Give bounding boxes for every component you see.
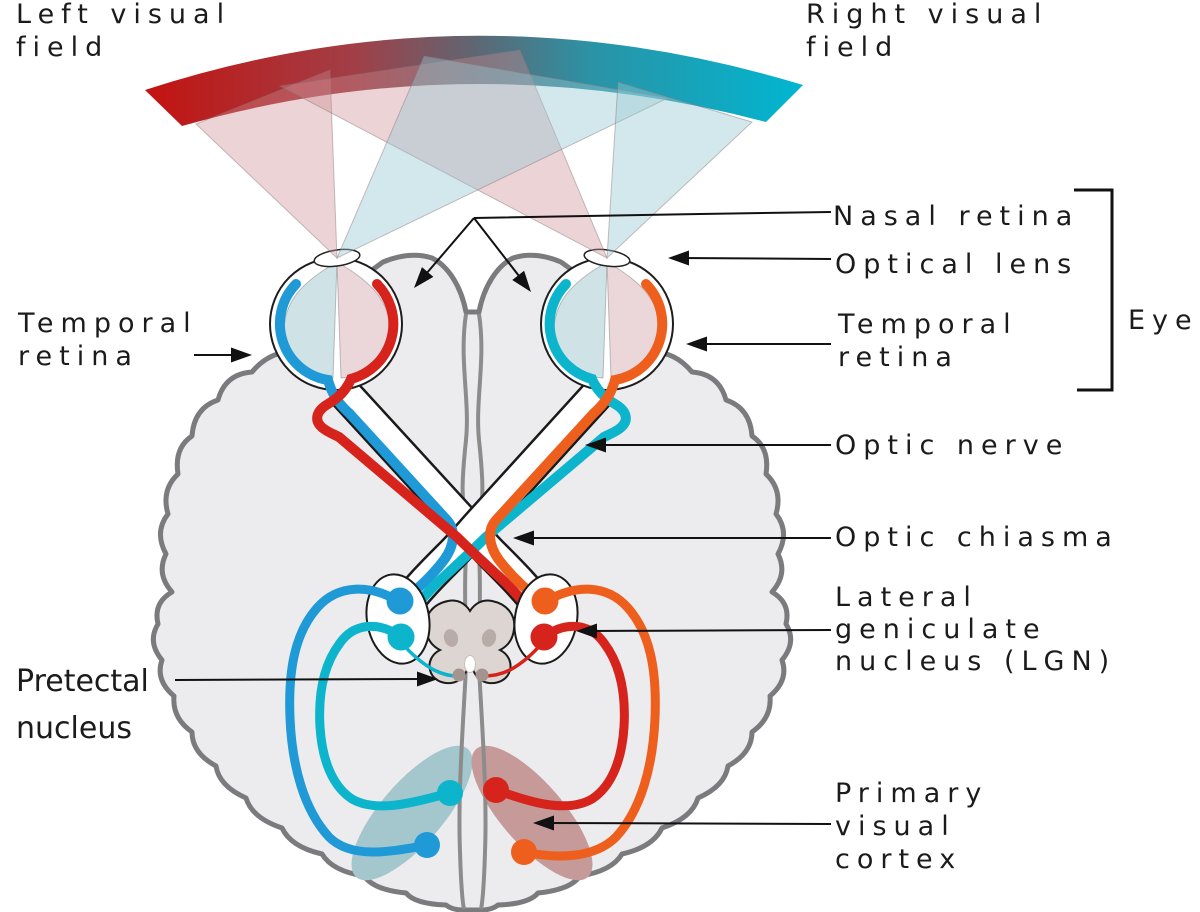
arrowhead-icon: [414, 267, 434, 288]
arrowhead-icons: [231, 250, 707, 831]
nasal-retina-pointer-line: [473, 211, 832, 219]
nasal-retina-pointer-left-arm: [419, 217, 475, 282]
right-lgn-red-dot: [530, 623, 558, 651]
right-nasal-retina-path: [394, 279, 631, 641]
left-lgn-blue-dot: [386, 587, 414, 615]
arrowhead-icon: [533, 815, 554, 831]
cortex-orange-dot: [511, 839, 537, 865]
right-lgn-orange-dot: [531, 587, 559, 615]
lgn-pointer-line: [589, 629, 832, 632]
left-field-cone-to-right-eye: [278, 49, 608, 260]
pretectal-right-terminal-dot: [475, 668, 489, 682]
visual-field-light-cones: [195, 49, 753, 260]
temporal-retina-right-label: Temporal retina: [838, 309, 1018, 373]
left-cyan-radiation: [315, 621, 451, 811]
pretectal-left-terminal-dot: [452, 668, 466, 682]
annotation-arrows: [174, 188, 1114, 825]
right-field-cone-to-right-eye: [606, 81, 753, 260]
left-lgn-cyan-dot: [387, 623, 415, 651]
cyan-pretectal-branch: [399, 640, 459, 678]
primary-visual-cortex-label: Primary visual cortex: [835, 778, 989, 875]
eye-label: Eye: [1128, 305, 1199, 336]
optic-nerve-label: Optic nerve: [835, 430, 1070, 461]
arrowhead-icon: [231, 347, 252, 363]
arrowhead-icon: [417, 671, 438, 687]
nasal-retina-pointer-right-arm: [473, 217, 527, 286]
left-nasal-retina-path: [312, 279, 549, 641]
cortex-pointer-line: [547, 822, 832, 825]
optic-chiasma-label: Optic chiasma: [835, 522, 1119, 553]
right-visual-field-label: Right visual field: [806, 0, 1049, 63]
right-eye-lens-icon: [583, 248, 631, 268]
midbrain-aqueduct: [464, 655, 476, 673]
visual-field-arc: [145, 35, 803, 127]
lgn-label: Lateral geniculate nucleus (LGN): [835, 582, 1117, 677]
arrowhead-icon: [668, 250, 689, 266]
arrowhead-icon: [686, 336, 707, 352]
temporal-retina-left-label: Temporal retina: [18, 308, 198, 372]
left-blue-radiation: [285, 584, 428, 857]
left-field-cone-to-left-eye: [195, 69, 338, 260]
right-orange-radiation: [524, 584, 660, 861]
primary-visual-cortex-left-region: [351, 745, 473, 881]
midbrain-right-oval: [481, 629, 497, 647]
arrowhead-icon: [585, 437, 606, 453]
optical-lens-label: Optical lens: [835, 249, 1079, 280]
left-visual-field-label: Left visual field: [16, 0, 232, 63]
arrowhead-icon: [512, 270, 531, 292]
eye-bracket-icon: [1074, 188, 1114, 392]
pretectal-nucleus-label: Pretectal nucleus: [16, 664, 149, 746]
red-pretectal-branch: [482, 640, 545, 678]
midbrain-left-oval: [443, 629, 459, 647]
arrowhead-icon: [513, 530, 534, 546]
right-field-cone-to-left-eye: [336, 55, 670, 260]
arrowhead-icon: [576, 623, 597, 639]
brain-outline: [150, 252, 794, 912]
left-eye-lens-icon: [313, 248, 361, 268]
pretectal-pointer-line: [174, 678, 425, 681]
cortex-cyan-dot: [437, 780, 463, 806]
optical-lens-pointer-line: [679, 257, 832, 260]
cortex-red-dot: [483, 777, 509, 803]
nasal-retina-label: Nasal retina: [833, 201, 1080, 232]
right-temporal-retina-path: [485, 279, 668, 607]
cortex-blue-dot: [414, 832, 440, 858]
